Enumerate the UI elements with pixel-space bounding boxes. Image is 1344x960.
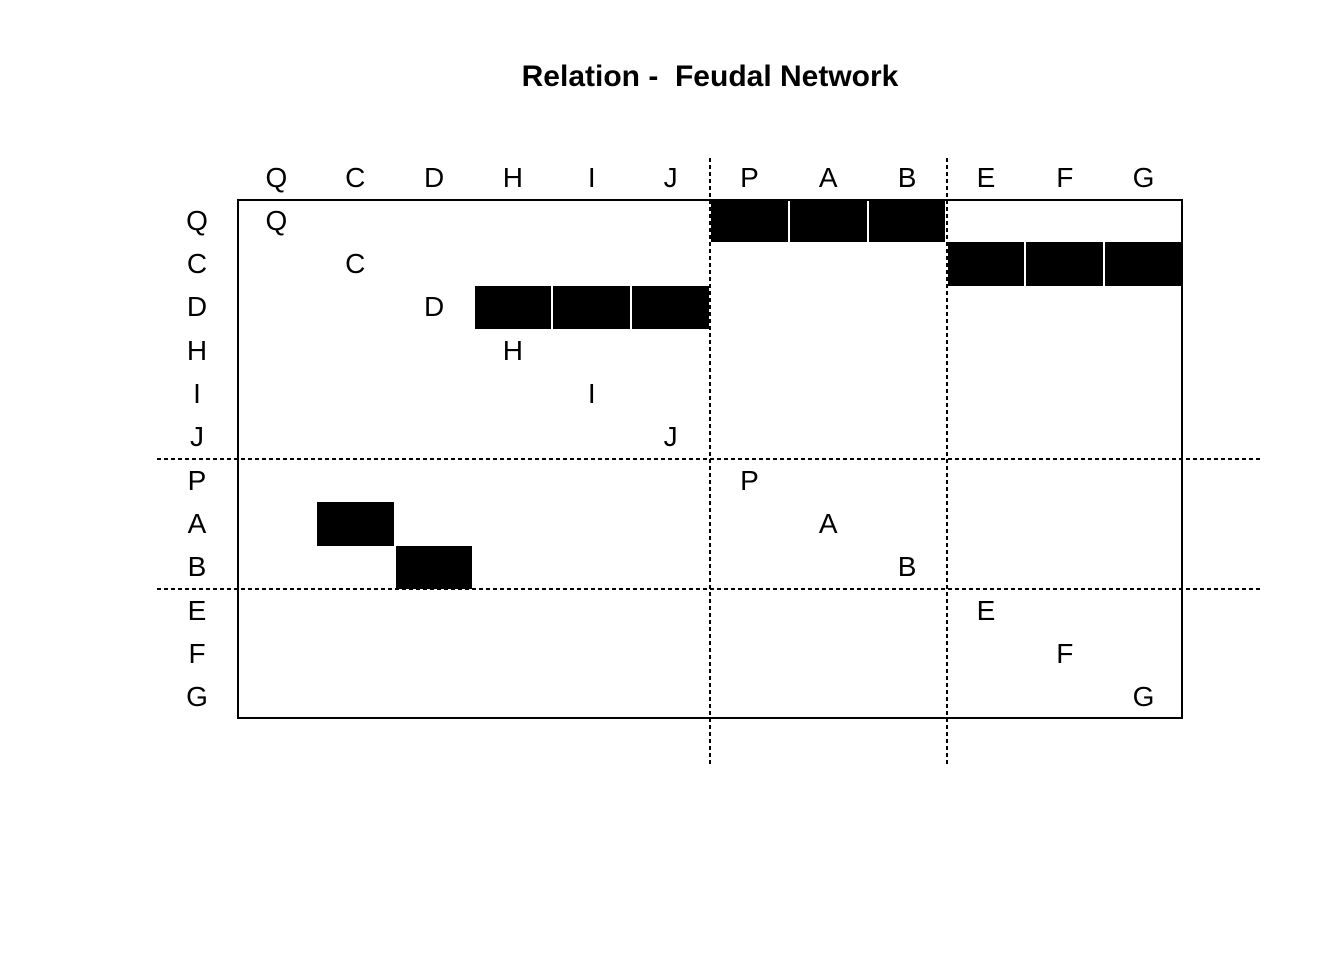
diagonal-label-E: E <box>976 594 996 626</box>
col-header-G: G <box>1132 162 1155 193</box>
col-header-D: D <box>423 162 445 193</box>
row-label-P: P <box>187 464 207 496</box>
col-header-C: C <box>345 162 366 193</box>
diagonal-label-D: D <box>423 291 445 323</box>
row-label-G: G <box>186 681 208 713</box>
row-label-Q: Q <box>186 204 208 236</box>
diagonal-label-J: J <box>663 421 678 453</box>
filled-cell-D-J <box>632 285 709 329</box>
filled-cell-A-C <box>316 502 394 546</box>
row-label-A: A <box>187 507 207 539</box>
col-header-Q: Q <box>265 162 288 193</box>
filled-cell-C-G <box>1105 242 1182 286</box>
col-header-A: A <box>818 162 838 193</box>
diagonal-label-P: P <box>740 464 759 496</box>
filled-cell-C-E <box>947 242 1025 286</box>
row-label-E: E <box>187 594 207 626</box>
col-header-H: H <box>502 162 524 193</box>
block-separator-horizontal-2 <box>157 588 1261 590</box>
filled-cell-D-H <box>474 285 552 329</box>
diagonal-label-Q: Q <box>265 204 288 236</box>
diagonal-label-H: H <box>502 334 524 366</box>
diagonal-label-G: G <box>1132 681 1155 713</box>
col-header-P: P <box>740 162 759 193</box>
row-label-H: H <box>186 334 208 366</box>
filled-cell-C-F <box>1026 242 1104 286</box>
row-label-D: D <box>186 291 208 323</box>
diagonal-label-B: B <box>897 551 917 583</box>
filled-cell-Q-A <box>789 199 867 243</box>
col-header-E: E <box>976 162 996 193</box>
row-label-B: B <box>187 551 207 583</box>
diagonal-label-C: C <box>345 247 366 279</box>
filled-cell-D-I <box>553 285 631 329</box>
row-label-I: I <box>193 377 201 409</box>
row-label-F: F <box>188 637 206 669</box>
diagonal-label-F: F <box>1056 637 1074 669</box>
col-header-F: F <box>1056 162 1074 193</box>
filled-cell-B-D <box>395 545 473 589</box>
diagonal-label-I: I <box>587 377 596 409</box>
filled-cell-Q-P <box>711 199 788 243</box>
chart-title: Relation - Feudal Network <box>521 60 899 93</box>
block-separator-vertical-1 <box>709 158 711 764</box>
diagonal-label-A: A <box>818 507 838 539</box>
row-label-C: C <box>186 247 208 279</box>
row-label-J: J <box>190 421 204 453</box>
block-separator-horizontal-1 <box>157 458 1261 460</box>
col-header-I: I <box>587 162 596 193</box>
block-separator-vertical-2 <box>945 158 948 764</box>
filled-cell-Q-B <box>868 199 946 243</box>
col-header-J: J <box>663 162 678 193</box>
col-header-B: B <box>897 162 917 193</box>
